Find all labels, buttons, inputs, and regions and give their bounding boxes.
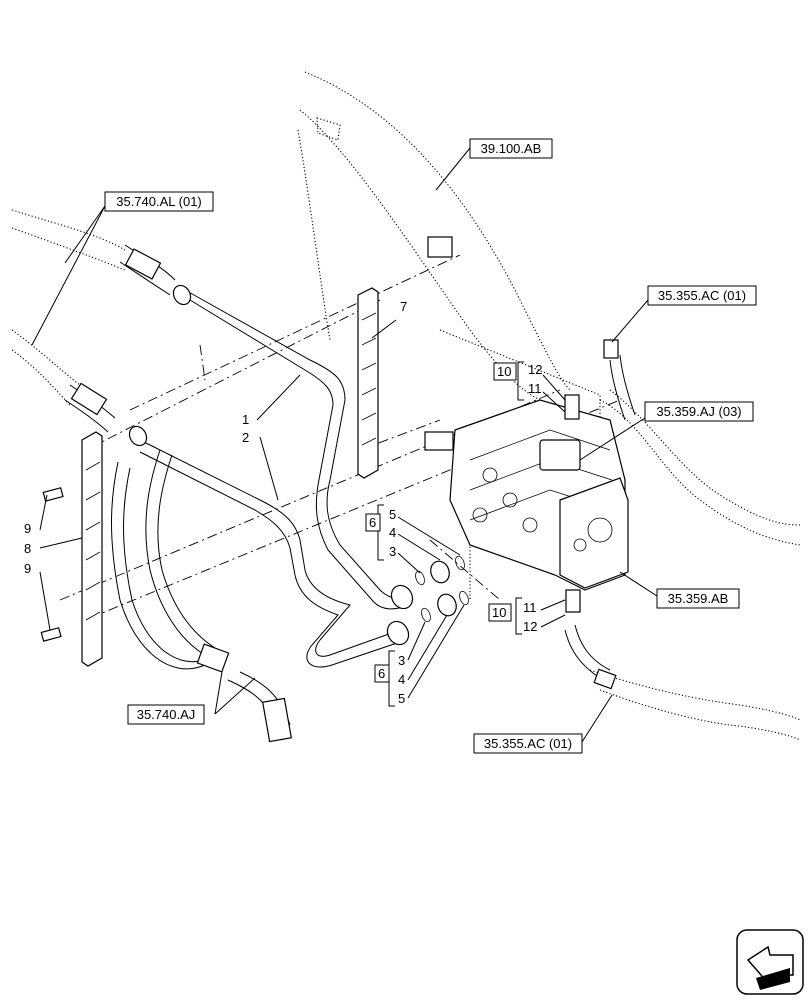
callout-3-upper: 3 (389, 544, 396, 559)
solenoid-valve (539, 439, 581, 471)
reference-35-359-aj[interactable]: 35.359.AJ (03) (644, 401, 754, 422)
callout-1: 1 (242, 412, 249, 427)
clamp-bar-8 (81, 431, 103, 667)
callout-4-upper: 4 (389, 525, 396, 540)
adapter-stack-lower (421, 590, 469, 623)
reference-35-355-ac-bottom[interactable]: 35.355.AC (01) (473, 733, 583, 754)
sensor-fitting-11-lower (565, 589, 581, 613)
leader-lines (31, 147, 658, 743)
reference-label: 35.359.AB (668, 591, 729, 606)
callout-11-upper: 11 (528, 381, 542, 396)
hose-fitting-top (124, 248, 162, 280)
reference-label: 35.355.AC (01) (484, 736, 572, 751)
callout-12-lower: 12 (523, 619, 537, 634)
callout-3-lower: 3 (398, 653, 405, 668)
hose-fitting-middle (70, 382, 108, 416)
reference-label: 35.355.AC (01) (658, 288, 746, 303)
control-valve-block (424, 236, 629, 613)
pipe-1-end-nut (390, 584, 414, 610)
sensor-top (603, 339, 619, 359)
reference-35-355-ac-top[interactable]: 35.355.AC (01) (647, 285, 757, 306)
navigation-arrow-icon[interactable] (736, 929, 804, 995)
callout-10-lower: 10 (492, 605, 506, 620)
pipe-2-end-nut (386, 620, 410, 646)
callout-6-lower: 6 (378, 666, 385, 681)
rigid-pipes (128, 284, 414, 668)
reference-39-100-ab[interactable]: 39.100.AB (469, 138, 553, 159)
mount-block (424, 431, 454, 451)
callout-9-lower: 9 (24, 561, 31, 576)
pipe-2-nut (128, 425, 148, 447)
callout-10-upper: 10 (497, 364, 511, 379)
callout-5-lower: 5 (398, 691, 405, 706)
projection-lines (59, 254, 621, 619)
callout-9-upper: 9 (24, 521, 31, 536)
callout-4-lower: 4 (398, 672, 405, 687)
mount-block-top (427, 236, 453, 258)
pipe-1-nut (172, 284, 192, 306)
callout-2: 2 (242, 430, 249, 445)
reference-label: 35.740.AL (01) (116, 194, 202, 209)
hoses (64, 244, 636, 743)
reference-label: 35.740.AJ (137, 707, 196, 722)
callout-12-upper: 12 (528, 362, 542, 377)
reference-35-359-ab[interactable]: 35.359.AB (656, 588, 740, 609)
hose-lower-fitting (261, 697, 293, 743)
reference-35-740-al[interactable]: 35.740.AL (01) (104, 191, 214, 212)
callout-8: 8 (24, 541, 31, 556)
adapter-stack-upper (415, 555, 465, 586)
sensor-bottom (593, 668, 617, 690)
reference-label: 35.359.AJ (03) (656, 404, 741, 419)
clamp-bar-7 (357, 287, 379, 479)
hose-end-fitting (196, 643, 230, 673)
callout-numbers: 7 1 2 6 5 4 3 6 3 4 5 10 12 11 10 11 12 … (24, 299, 542, 706)
background-outlines (11, 71, 801, 741)
callout-5-upper: 5 (389, 507, 396, 522)
callout-7: 7 (400, 299, 407, 314)
callout-11-lower: 11 (523, 600, 537, 615)
reference-35-740-aj[interactable]: 35.740.AJ (127, 704, 205, 725)
sensor-fitting-11-upper (564, 394, 580, 420)
callout-6-upper: 6 (369, 515, 376, 530)
reference-label: 39.100.AB (481, 141, 542, 156)
bolts-9 (40, 487, 64, 642)
